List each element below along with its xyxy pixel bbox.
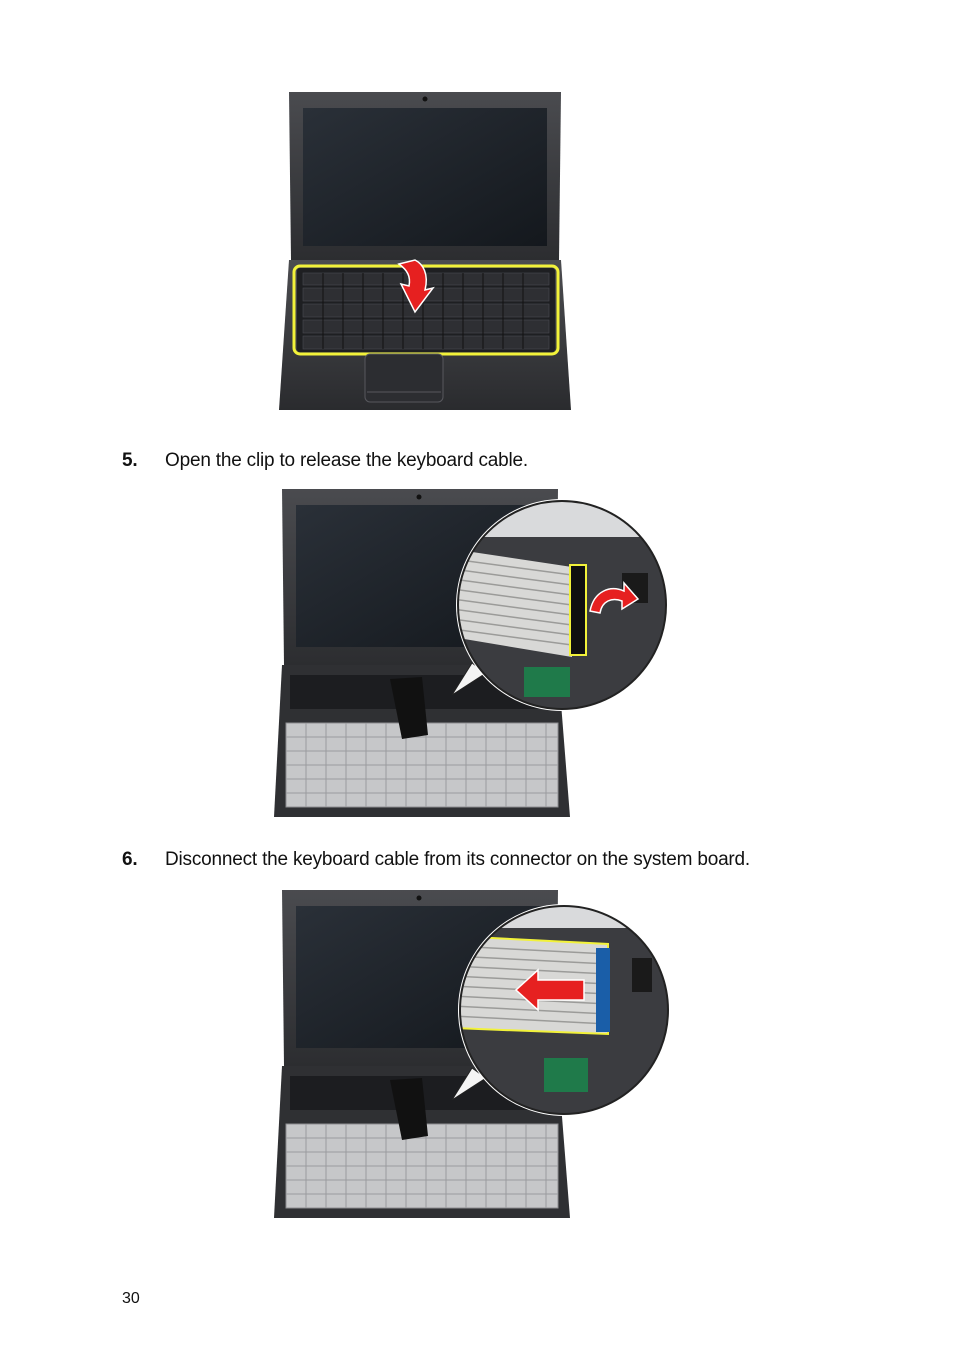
step-text: Disconnect the keyboard cable from its c…	[165, 849, 751, 870]
keyboard-cable	[390, 677, 428, 739]
webcam-icon	[422, 96, 428, 102]
keyboard-cable-clip-figure	[274, 489, 668, 817]
laptop-screen	[303, 108, 547, 246]
curved-arrow-icon	[589, 581, 640, 614]
touchpad	[364, 353, 444, 403]
page-number: 30	[122, 1290, 140, 1307]
laptop-keyboard-figure	[279, 92, 571, 410]
arrow-down-icon	[397, 259, 435, 314]
arrow-left-icon	[514, 968, 585, 1012]
step-number: 5.	[122, 450, 138, 471]
webcam-icon	[416, 895, 422, 901]
keyboard-cable-disconnect-figure	[274, 890, 670, 1218]
webcam-icon	[416, 494, 422, 500]
keyboard-cable	[390, 1078, 428, 1140]
step-number: 6.	[122, 849, 138, 870]
step-text: Open the clip to release the keyboard ca…	[165, 450, 528, 471]
